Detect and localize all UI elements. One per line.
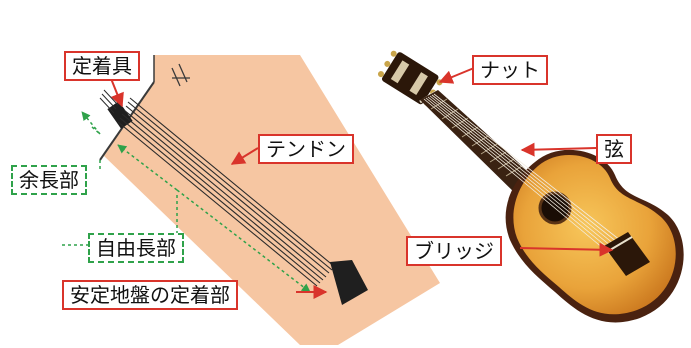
leader-lines [109,75,328,299]
fixed-anchorage-label: 安定地盤の定着部 [62,280,238,310]
guitar-illustration [377,50,684,323]
guitar-strings [423,93,626,255]
ground-hatch-icon [171,63,190,87]
free-length-label: 自由長部 [88,233,184,263]
guitar-headstock [377,50,443,106]
string-label: 弦 [596,134,632,164]
anchor-head-label: 定着具 [64,51,140,81]
anchor-head-plate [107,101,133,129]
fixed-anchorage-block [330,260,368,305]
tendon-bundle [117,97,336,287]
dimension-lines [60,111,311,293]
extra-length-label: 余長部 [11,165,87,195]
tendon-label: テンドン [258,134,354,164]
guitar-leader-lines [438,67,614,257]
guitar-bridge [604,232,650,276]
nut-label: ナット [472,55,548,85]
bridge-label: ブリッジ [406,236,502,266]
ground-anchor-diagram [60,55,440,345]
